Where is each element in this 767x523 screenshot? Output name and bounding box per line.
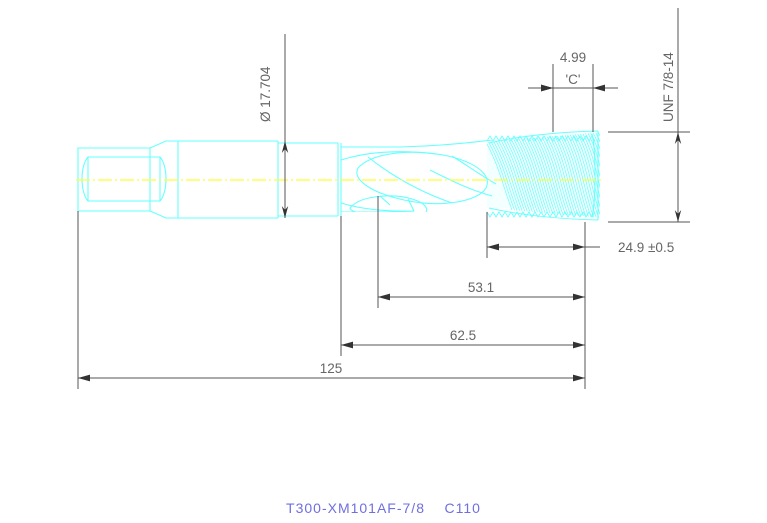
- dim-text-flute-length: 53.1: [468, 280, 494, 295]
- dimension-lines: [77, 8, 690, 389]
- dim-text-diameter: Ø 17.704: [258, 66, 273, 122]
- part-geometry: [77, 130, 600, 221]
- dim-text-chamfer-ref: 'C': [566, 72, 581, 87]
- threaded-section: [487, 130, 600, 221]
- drive-square-end: [77, 140, 178, 219]
- title-block-part-number: T300-XM101AF-7/8 C110: [286, 500, 481, 516]
- dim-text-chamfer: 4.99: [560, 50, 586, 65]
- tool-tip-end: [591, 131, 599, 220]
- dim-text-thread-length: 24.9 ±0.5: [618, 240, 674, 255]
- dim-text-thread-spec: UNF 7/8-14: [661, 52, 676, 122]
- dimension-text: Ø 17.704 4.99 'C' UNF 7/8-14 24.9 ±0.5 5…: [258, 50, 676, 376]
- dim-text-neck-length: 62.5: [450, 328, 476, 343]
- dim-text-overall-length: 125: [320, 361, 343, 376]
- fluted-body: [340, 140, 497, 212]
